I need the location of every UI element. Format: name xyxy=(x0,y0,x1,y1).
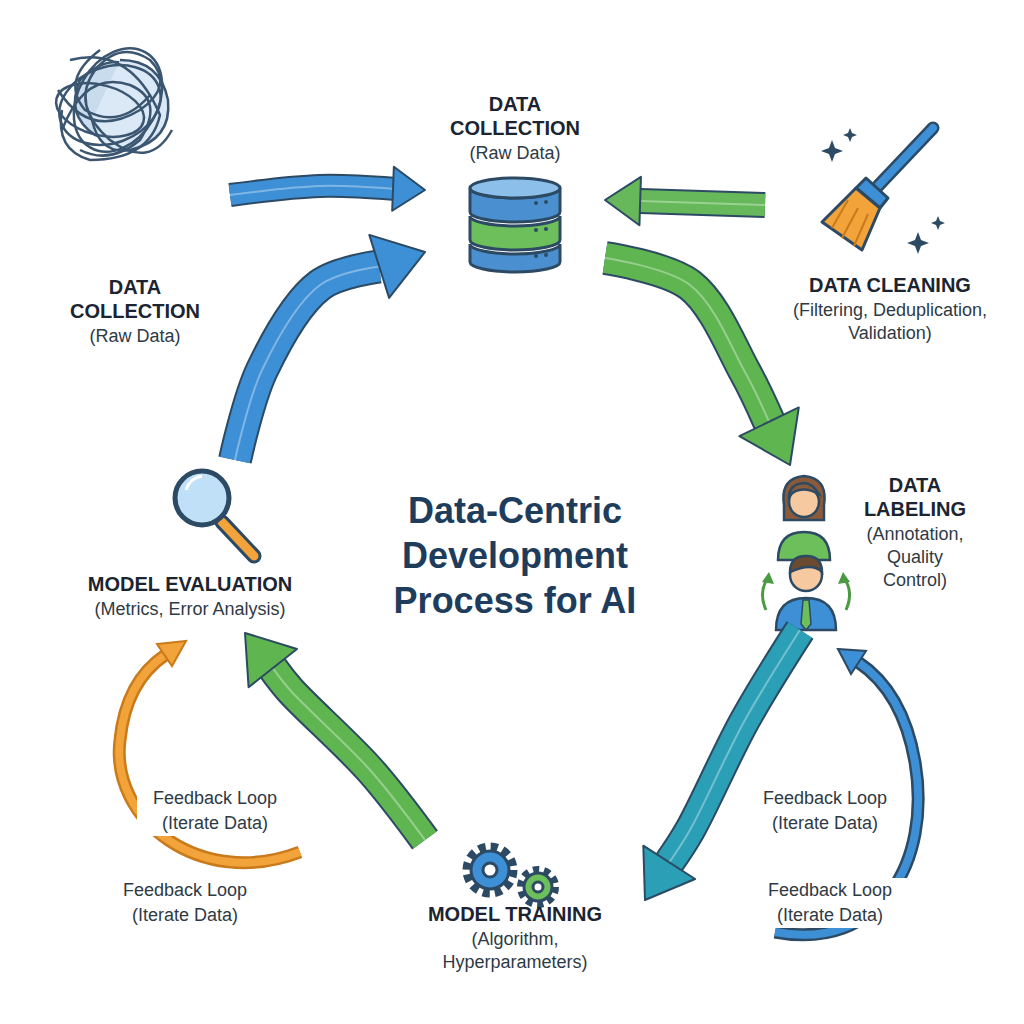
arrow-highlight xyxy=(640,201,765,205)
gears-icon-part xyxy=(521,870,555,904)
database-icon-part xyxy=(470,178,560,198)
arrow-highlight xyxy=(273,668,425,840)
stage-heading: DATA CLEANING xyxy=(765,273,1015,297)
broom-icon-part xyxy=(822,188,880,250)
gears-icon-part xyxy=(483,863,497,877)
flow-arrow xyxy=(235,235,425,460)
broom-icon-part xyxy=(832,200,868,246)
database-icon-part xyxy=(544,200,548,204)
gears-icon-part xyxy=(467,847,513,893)
arrow-outline xyxy=(230,186,393,195)
magnifier-icon xyxy=(175,471,254,556)
arrow-body xyxy=(273,668,425,840)
loop-label: Feedback Loop (Iterate Data) xyxy=(107,878,263,928)
broom-icon-part xyxy=(843,128,857,142)
stage-node: MODEL EVALUATION(Metrics, Error Analysis… xyxy=(55,460,325,633)
diagram-title: Data-Centric Development Process for AI xyxy=(360,488,670,623)
broom-icon-part xyxy=(878,128,933,186)
stage-node: DATA CLEANING(Filtering, Deduplication, … xyxy=(765,115,1015,353)
arrow-highlight xyxy=(235,266,379,460)
arrow-outline xyxy=(235,266,379,460)
database-icon-part xyxy=(544,253,548,257)
arrow-highlight xyxy=(605,258,769,422)
flow-arrow xyxy=(230,167,425,211)
arrow-head xyxy=(643,846,695,900)
loop-label: Feedback Loop (Iterate Data) xyxy=(137,786,293,836)
feedback-loop-orange-part xyxy=(157,641,186,666)
gears-icon xyxy=(467,847,555,904)
database-icon-part xyxy=(534,228,538,232)
stage-node: DATA LABELING(Annotation, Quality Contro… xyxy=(755,465,985,630)
stage-node: DATA COLLECTION(Raw Data) xyxy=(40,35,230,356)
tangle-icon-part xyxy=(56,32,180,167)
magnifier-icon-part xyxy=(186,476,202,490)
arrow-body xyxy=(235,266,379,460)
magnifier-icon-part xyxy=(222,522,254,556)
broom-icon-part xyxy=(907,232,929,254)
gears-icon-part xyxy=(471,851,509,889)
stage-node: MODEL TRAINING(Algorithm, Hyperparameter… xyxy=(385,840,645,980)
stage-description: (Raw Data) xyxy=(445,142,585,165)
annotators-icon-part xyxy=(789,483,819,496)
annotators-icon-part xyxy=(783,476,824,520)
stage-heading: MODEL EVALUATION xyxy=(55,572,325,596)
arrow-body xyxy=(605,258,769,422)
tangle-icon-part xyxy=(75,50,150,117)
database-icon-part xyxy=(544,227,548,231)
broom-icon-part xyxy=(878,128,933,186)
loop-label: Feedback Loop (Iterate Data) xyxy=(747,786,903,836)
stage-description: (Algorithm, Hyperparameters) xyxy=(415,928,615,974)
arrow-head xyxy=(369,235,425,298)
broom-icon-part xyxy=(931,216,945,230)
annotators-icon-part xyxy=(801,600,811,630)
database-icon-part xyxy=(534,201,538,205)
stage-heading: DATA COLLECTION xyxy=(65,275,205,323)
stage-node: DATA COLLECTION(Raw Data) xyxy=(425,92,605,270)
arrow-outline xyxy=(273,668,425,840)
stage-heading: DATA LABELING xyxy=(855,473,975,521)
arrow-head xyxy=(605,177,641,225)
tangle-icon-part xyxy=(61,57,160,160)
gears-icon-part xyxy=(524,873,552,901)
arrow-body xyxy=(230,186,393,195)
arrow-body xyxy=(640,201,765,205)
magnifier-icon-part xyxy=(175,471,229,525)
flow-arrow xyxy=(605,177,765,225)
stage-heading: MODEL TRAINING xyxy=(415,902,615,926)
stage-heading: DATA COLLECTION xyxy=(445,92,585,140)
arrow-head xyxy=(245,633,297,687)
stage-description: (Annotation, Quality Control) xyxy=(855,523,975,592)
annotators-icon-part xyxy=(838,572,850,584)
stage-description: (Raw Data) xyxy=(65,325,205,348)
arrow-outline xyxy=(605,258,769,422)
arrow-head xyxy=(392,167,425,211)
tangle-icon xyxy=(48,32,180,167)
flow-arrow xyxy=(605,258,799,465)
arrow-head xyxy=(739,407,798,465)
arrow-outline xyxy=(640,201,765,205)
annotators-icon xyxy=(762,476,850,630)
annotators-icon-part xyxy=(790,556,822,572)
magnifier-icon-part xyxy=(222,522,254,556)
database-icon-part xyxy=(534,254,538,258)
database-icon xyxy=(470,178,560,272)
arrow-highlight xyxy=(230,186,393,195)
annotators-icon-part xyxy=(762,572,774,584)
feedback-loop-blue-part xyxy=(838,649,866,674)
loop-label: Feedback Loop (Iterate Data) xyxy=(752,878,908,928)
broom-icon xyxy=(821,128,945,254)
stage-description: (Metrics, Error Analysis) xyxy=(55,598,325,621)
gears-icon-part xyxy=(533,882,543,892)
stage-description: (Filtering, Deduplication, Validation) xyxy=(765,299,1015,345)
broom-icon-part xyxy=(821,140,843,162)
flow-arrow xyxy=(643,630,800,900)
